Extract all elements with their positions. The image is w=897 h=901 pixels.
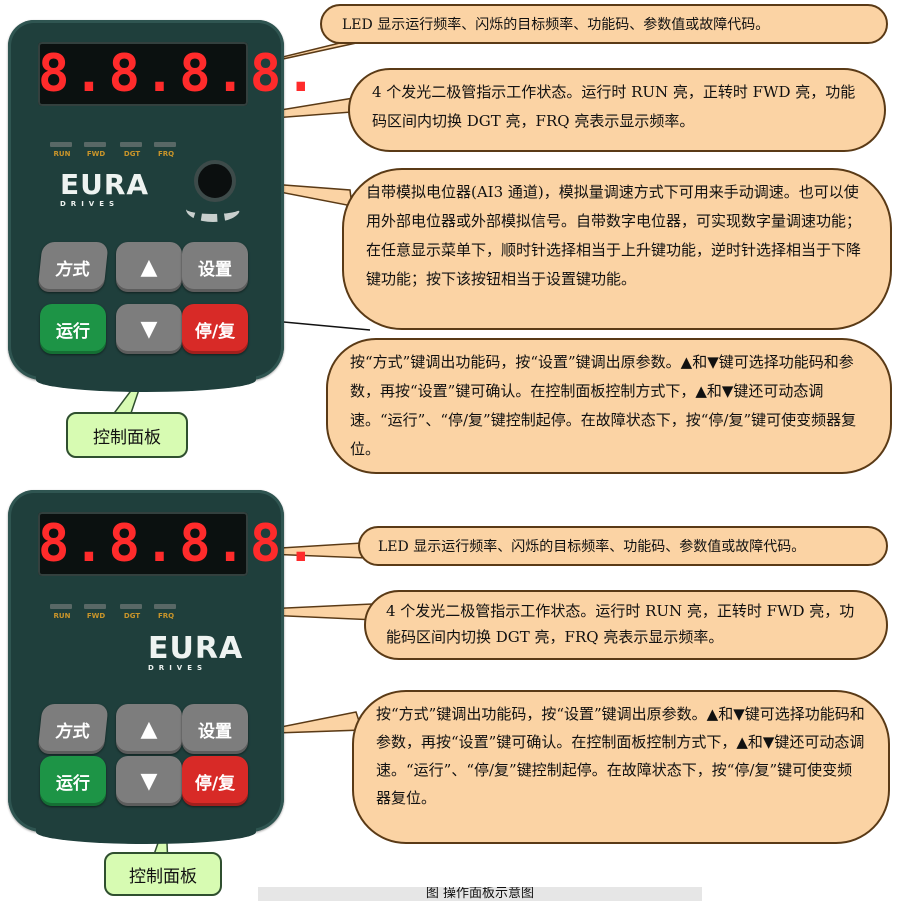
indicator-fwd: FWD [84, 604, 108, 620]
stop-reset-button[interactable]: 停/复 [182, 756, 248, 806]
mode-button[interactable]: 方式 [37, 242, 109, 292]
status-indicators: RUN FWD DGT FRQ [50, 142, 210, 166]
set-button[interactable]: 设置 [182, 242, 248, 292]
up-arrow-icon: ▲ [140, 254, 158, 280]
panel-label-bottom: 控制面板 [104, 852, 222, 896]
eura-logo: EURA DRIVES [60, 168, 150, 209]
indicator-dgt: DGT [120, 604, 144, 620]
up-button[interactable]: ▲ [116, 704, 182, 754]
down-arrow-icon: ▼ [140, 316, 158, 342]
figure-caption: 图 操作面板示意图 [258, 887, 702, 901]
control-panel-top: 8.8.8.8. RUN FWD DGT FRQ EURA DRIVES 方式 … [8, 20, 321, 392]
set-button[interactable]: 设置 [182, 704, 248, 754]
indicator-frq: FRQ [154, 604, 178, 620]
down-arrow-icon: ▼ [140, 768, 158, 794]
run-button[interactable]: 运行 [40, 304, 106, 354]
callout-bottom-display: LED 显示运行频率、闪烁的目标频率、功能码、参数值或故障代码。 [358, 526, 888, 566]
led-display: 8.8.8.8. [38, 512, 321, 576]
control-panel-bottom: 8.8.8.8. RUN FWD DGT FRQ EURA DRIVES 方式 … [8, 490, 321, 844]
panel-label-top: 控制面板 [66, 412, 188, 458]
callout-top-leds: 4 个发光二极管指示工作状态。运行时 RUN 亮，正转时 FWD 亮，功能码区间… [348, 68, 886, 152]
stop-reset-button[interactable]: 停/复 [182, 304, 248, 354]
down-button[interactable]: ▼ [116, 304, 182, 354]
indicator-fwd: FWD [84, 142, 108, 158]
indicator-dgt: DGT [120, 142, 144, 158]
up-button[interactable]: ▲ [116, 242, 182, 292]
display-digits: 8.8.8.8. [38, 514, 321, 574]
eura-logo: EURA DRIVES [148, 631, 244, 673]
mode-button[interactable]: 方式 [37, 704, 109, 754]
led-display: 8.8.8.8. [38, 42, 321, 106]
status-indicators: RUN FWD DGT FRQ [50, 604, 210, 628]
callout-top-keys: 按“方式”键调出功能码，按“设置”键调出原参数。▲和▼键可选择功能码和参数，再按… [326, 338, 892, 474]
knob-scale-icon [186, 196, 240, 222]
indicator-frq: FRQ [154, 142, 178, 158]
callout-top-display: LED 显示运行频率、闪烁的目标频率、功能码、参数值或故障代码。 [320, 4, 888, 44]
callout-top-knob: 自带模拟电位器(AI3 通道)，模拟量调速方式下可用来手动调速。也可以使用外部电… [342, 168, 892, 330]
run-button[interactable]: 运行 [40, 756, 106, 806]
indicator-run: RUN [50, 604, 74, 620]
up-arrow-icon: ▲ [140, 716, 158, 742]
display-digits: 8.8.8.8. [38, 44, 321, 104]
callout-bottom-leds: 4 个发光二极管指示工作状态。运行时 RUN 亮，正转时 FWD 亮，功能码区间… [364, 590, 888, 660]
indicator-run: RUN [50, 142, 74, 158]
down-button[interactable]: ▼ [116, 756, 182, 806]
callout-bottom-keys: 按“方式”键调出功能码，按“设置”键调出原参数。▲和▼键可选择功能码和参数，再按… [352, 690, 890, 844]
